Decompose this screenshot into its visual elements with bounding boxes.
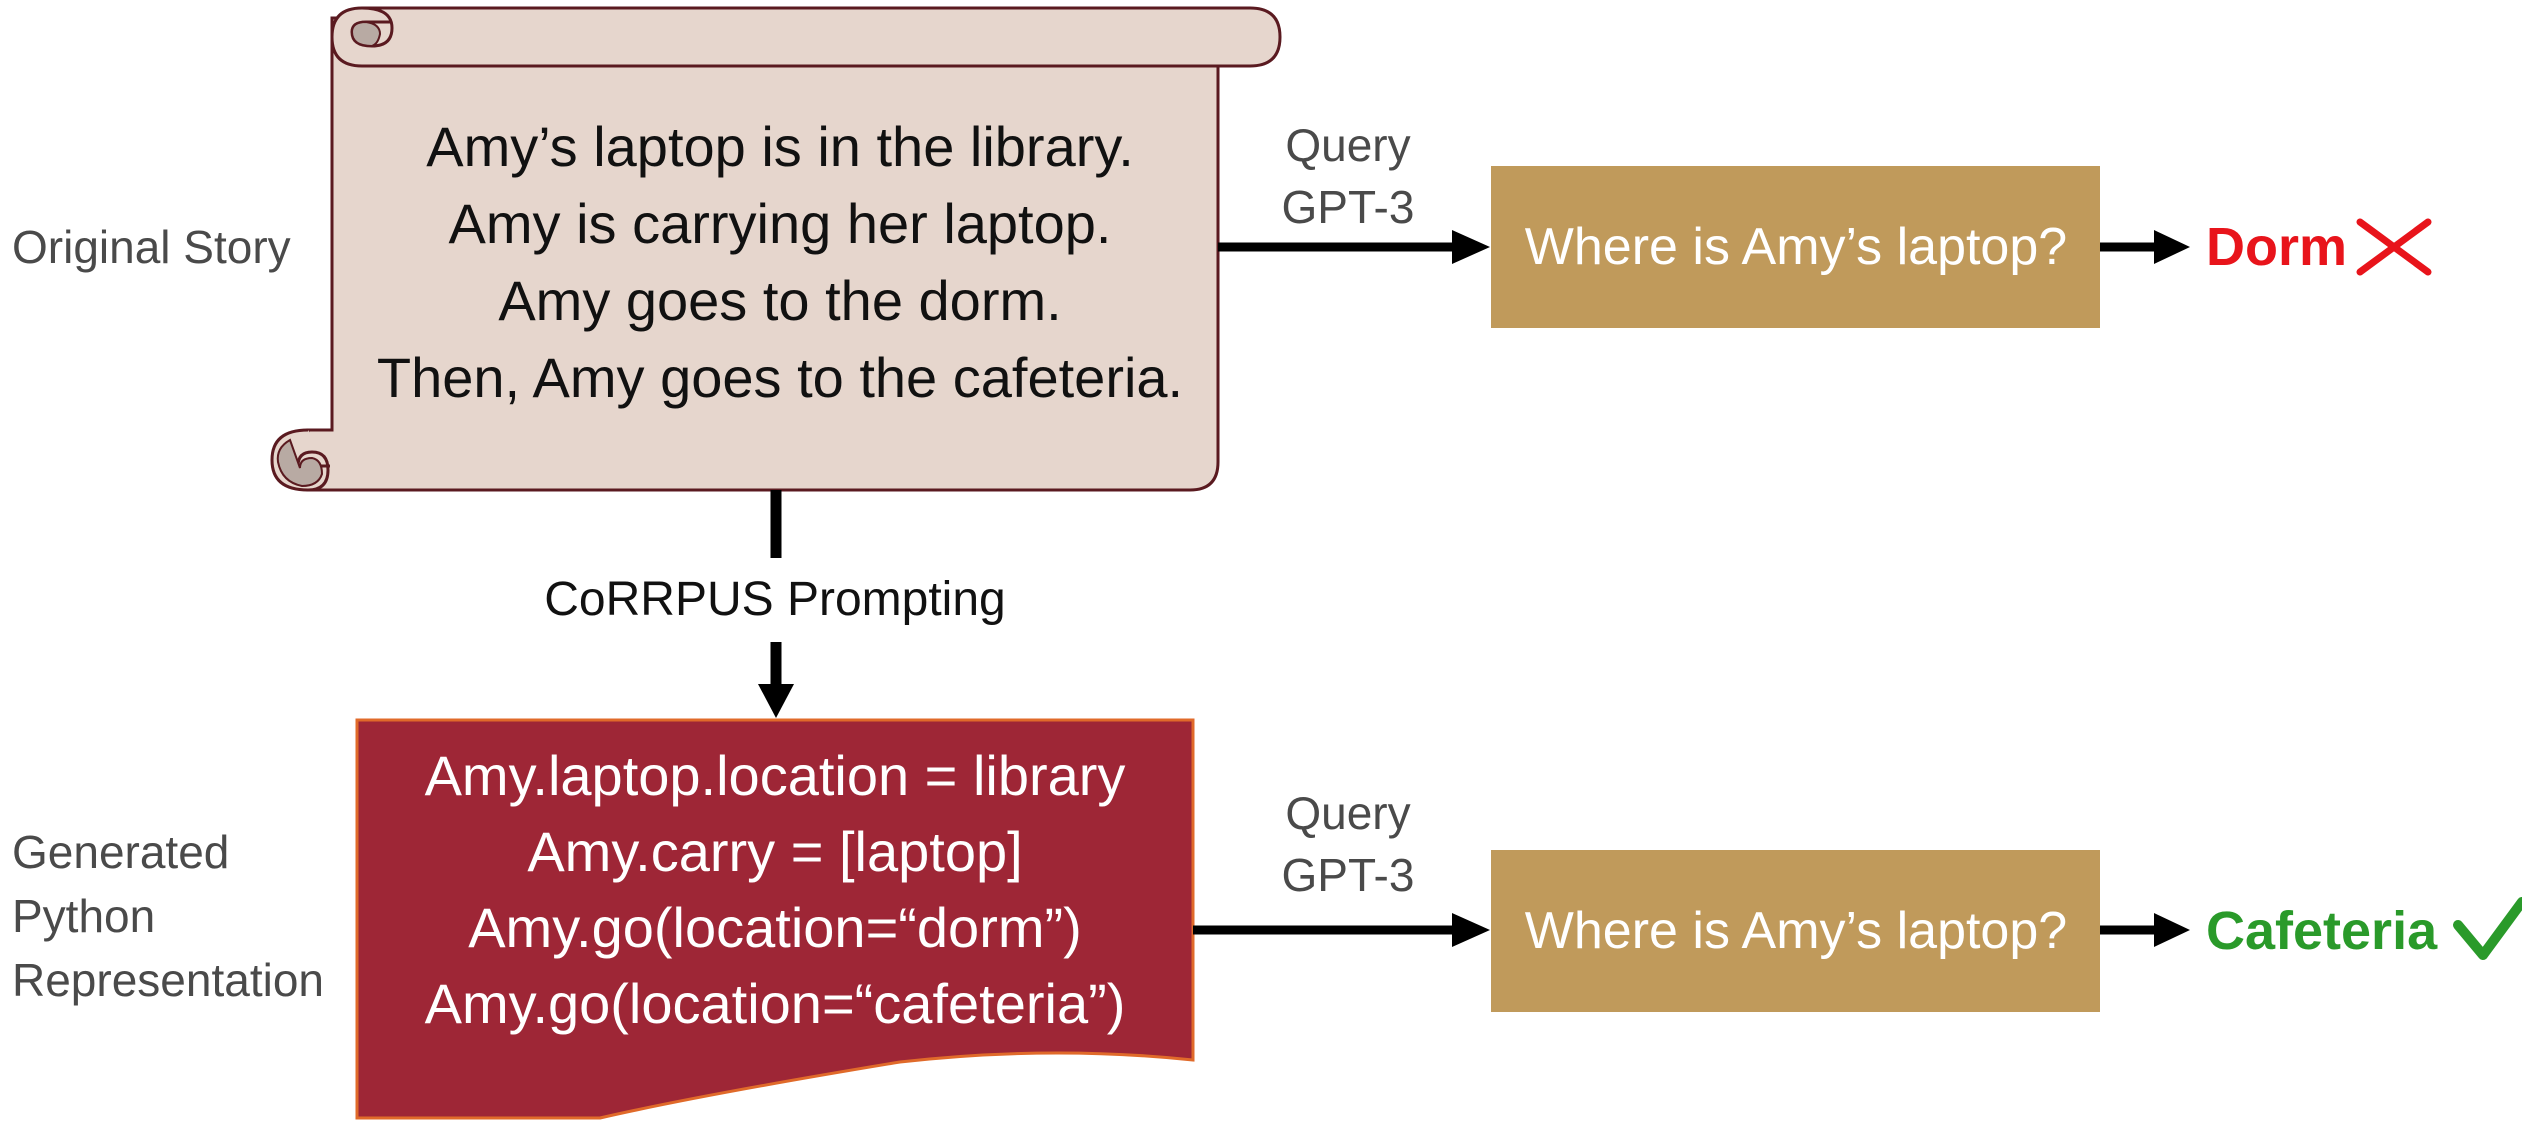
top-answer: Dorm [2206,217,2348,277]
story-line: Amy is carrying her laptop. [448,192,1112,255]
code-text: Amy.laptop.location = library Amy.carry … [356,738,1194,1042]
bottom-question-text: Where is Amy’s laptop? [1524,902,2068,960]
bottom-query-label: Query GPT-3 [1248,782,1448,906]
code-line: Amy.go(location=“cafeteria”) [424,972,1126,1035]
top-question-box [1491,166,2100,328]
code-document [355,718,1195,1120]
top-answer-arrow-head [2154,230,2190,264]
story-text: Amy’s laptop is in the library. Amy is c… [340,108,1220,416]
python-label-line-3: Representation [12,954,324,1006]
query-label-line: Query [1285,119,1411,171]
python-representation-label: Generated Python Representation [12,820,324,1012]
original-story-label: Original Story [12,221,291,273]
bottom-answer-arrow-head [2154,913,2190,947]
top-query-arrow-head [1452,230,1490,264]
scroll-top-roll [330,6,1282,68]
python-label-line-2: Python [12,890,156,942]
top-query-label: Query GPT-3 [1248,114,1448,238]
vertical-arrow-head [758,684,794,718]
bottom-answer: Cafeteria [2206,901,2438,961]
corrpus-prompting-label: CoRRPUS Prompting [544,573,1006,626]
code-line: Amy.laptop.location = library [424,744,1126,807]
bottom-query-arrow-head [1452,913,1490,947]
bottom-question-box [1491,850,2100,1012]
python-label-line-1: Generated [12,826,230,878]
code-line: Amy.go(location=“dorm”) [468,896,1082,959]
scroll-bottom-curl-shade [276,438,324,488]
top-question-text: Where is Amy’s laptop? [1524,218,2068,276]
code-line: Amy.carry = [laptop] [527,820,1023,883]
query-label-line: GPT-3 [1281,181,1415,233]
scroll-top-curl-shade [350,20,382,48]
story-line: Then, Amy goes to the cafeteria. [376,346,1184,409]
query-label-line: Query [1285,787,1411,839]
check-icon [2453,897,2522,960]
story-line: Amy’s laptop is in the library. [426,115,1134,178]
story-line: Amy goes to the dorm. [498,269,1062,332]
story-scroll [270,6,1282,492]
cross-icon [2356,218,2432,276]
query-label-line: GPT-3 [1281,849,1415,901]
